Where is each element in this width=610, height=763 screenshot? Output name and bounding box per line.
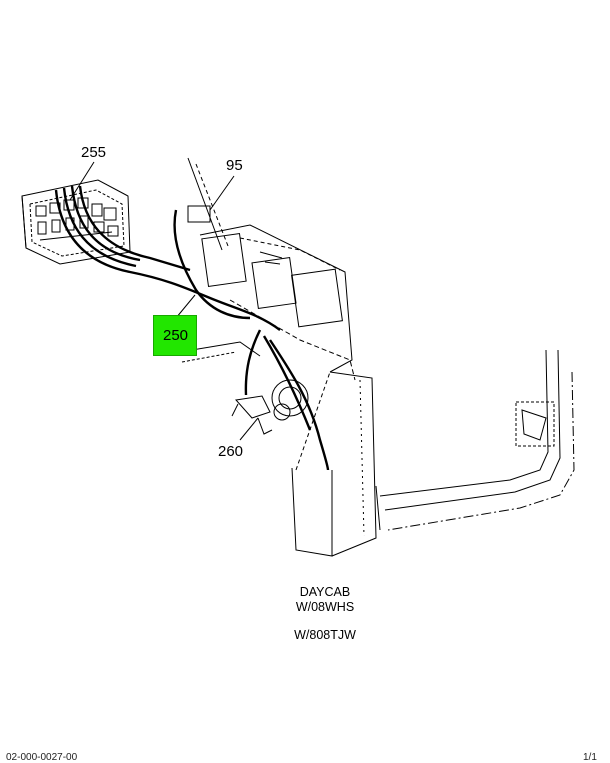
callout-260[interactable]: 260 xyxy=(218,443,244,460)
leader-lines xyxy=(69,161,259,441)
footer-right: 1/1 xyxy=(583,752,597,763)
lower-panel xyxy=(271,371,377,557)
callout-250[interactable]: 250 xyxy=(163,327,189,344)
caption-08whs: W/08WHS xyxy=(295,600,355,614)
dash-frame xyxy=(179,157,356,381)
caption-daycab: DAYCAB xyxy=(299,585,351,599)
door-frame xyxy=(375,349,575,531)
callout-255[interactable]: 255 xyxy=(81,144,107,161)
wiring-harness xyxy=(54,185,330,471)
switch-assembly xyxy=(231,395,291,435)
callout-95[interactable]: 95 xyxy=(226,157,243,174)
footer-left: 02-000-0027-00 xyxy=(6,752,78,763)
highlight-box xyxy=(153,315,197,356)
connector xyxy=(187,205,211,223)
caption-808tjw: W/808TJW xyxy=(294,628,356,642)
